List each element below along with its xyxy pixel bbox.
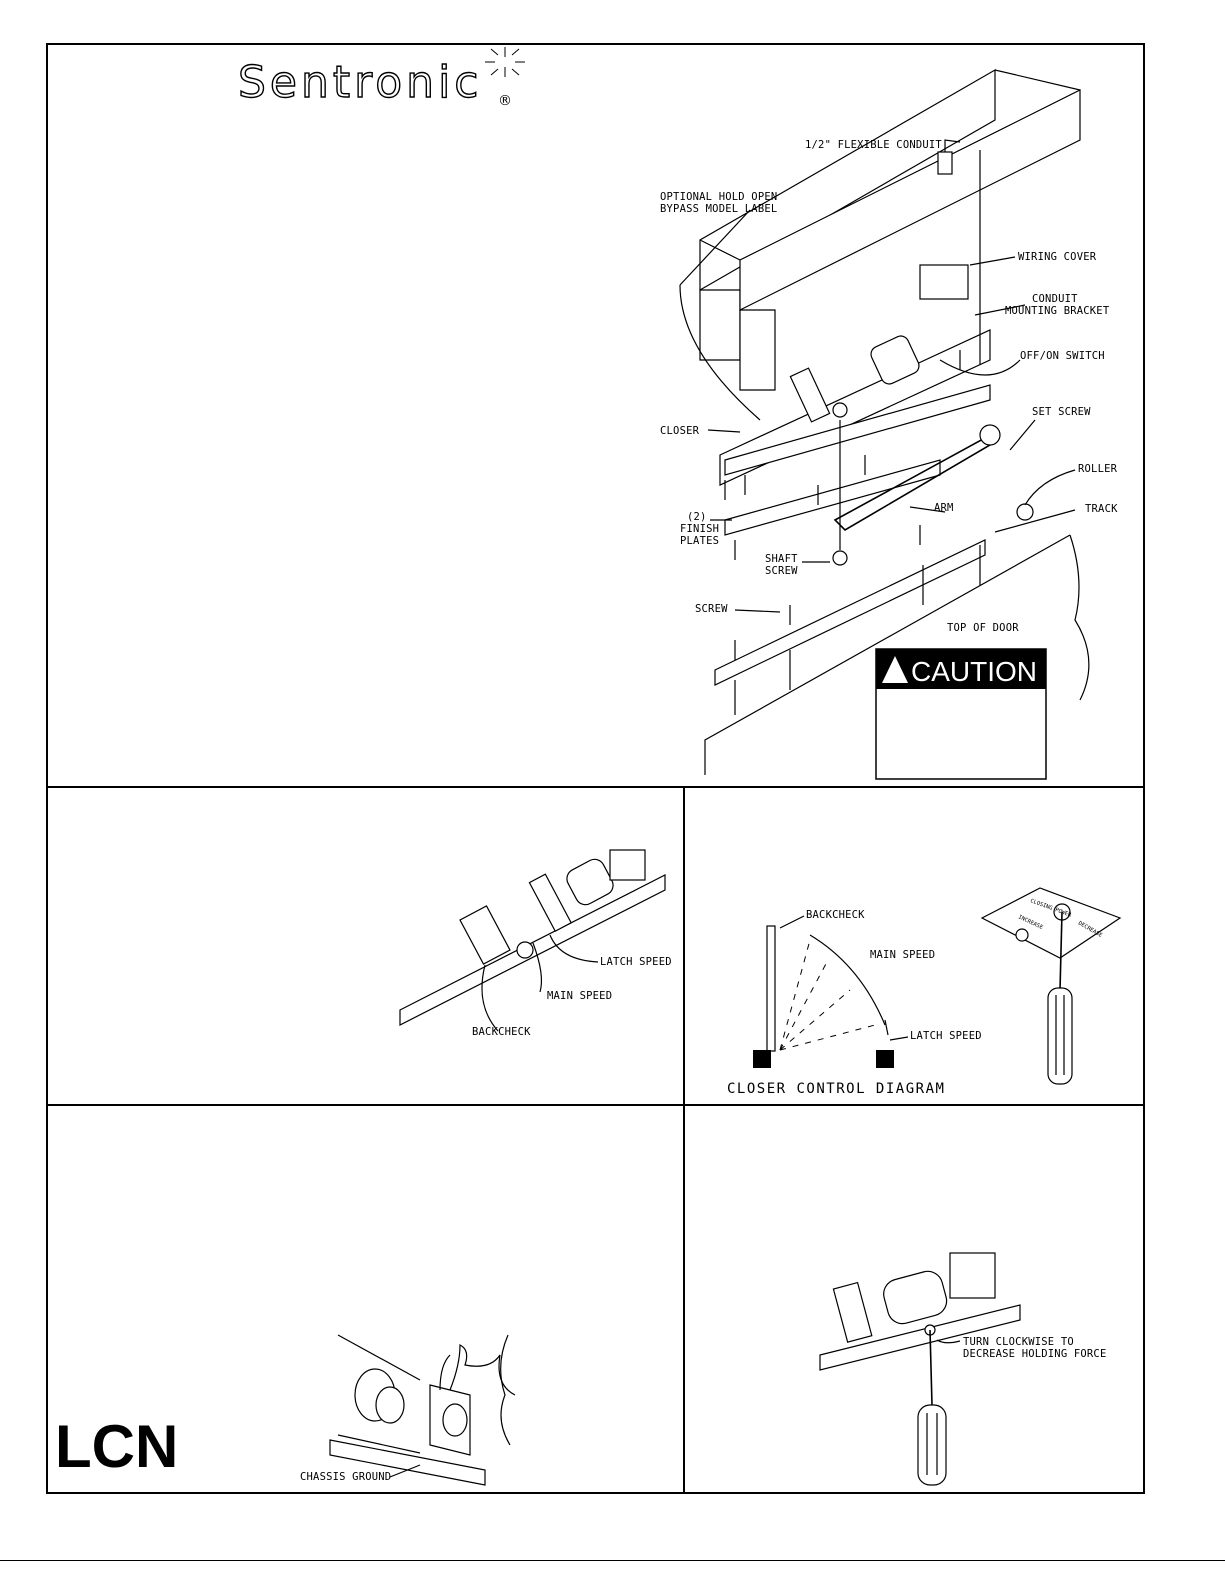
control-diagram-title: CLOSER CONTROL DIAGRAM [727, 1081, 945, 1097]
label-conduit-bracket-1: CONDUIT [1032, 293, 1078, 305]
logo-text: Sentronic [238, 57, 482, 108]
finish-plate-lower [724, 459, 941, 536]
label-hold-open-1: OPTIONAL HOLD OPEN [660, 191, 777, 203]
closing-power-dial-plate [980, 887, 1122, 959]
closer-cylinder-partial [883, 1270, 948, 1325]
cover-end-left [699, 289, 741, 361]
label-decrease-force: DECREASE HOLDING FORCE [963, 1348, 1106, 1360]
sentronic-logo: Sentronic ® [237, 47, 525, 109]
divider-vertical [683, 786, 685, 1494]
door-open-position [766, 925, 776, 1052]
label-conduit-bracket-2: MOUNTING BRACKET [1005, 305, 1110, 317]
page-bottom-rule [0, 1560, 1225, 1561]
door-top-edge [704, 534, 1071, 775]
track-part [714, 539, 986, 686]
conduit-bracket-partial [949, 1252, 996, 1299]
frame-block-right [876, 1050, 894, 1068]
label-off-on-switch: OFF/ON SWITCH [1020, 350, 1105, 362]
frame-block-left [753, 1050, 771, 1068]
wiring-cover-plate [919, 264, 969, 300]
divider-upper [46, 786, 1145, 788]
label-shaft-1: SHAFT [765, 553, 798, 565]
label-turn-clockwise: TURN CLOCKWISE TO [963, 1336, 1074, 1348]
label-ctrl-latch-speed: LATCH SPEED [910, 1030, 982, 1042]
screwdriver-shaft [929, 1329, 933, 1406]
screwdriver-handle-icon [917, 1404, 947, 1486]
label-track: TRACK [1085, 503, 1118, 515]
caution-text: CAUTION [911, 656, 1037, 687]
divider-lower [46, 1104, 1145, 1106]
label-latch-speed: LATCH SPEED [600, 956, 672, 968]
label-ctrl-main-speed: MAIN SPEED [870, 949, 935, 961]
roller-part [1016, 503, 1034, 521]
label-shaft-2: SCREW [765, 565, 798, 577]
label-finish-3: PLATES [680, 535, 719, 547]
chassis-ground-diagram: CHASSIS GROUND [300, 1334, 516, 1486]
exploded-view-diagram: 1/2" FLEXIBLE CONDUIT OPTIONAL HOLD OPEN… [660, 68, 1118, 780]
closer-plate-partial [819, 1304, 1021, 1371]
label-wiring-cover: WIRING COVER [1018, 251, 1097, 263]
closer-cylinder [566, 858, 614, 906]
label-closer: CLOSER [660, 425, 700, 437]
screwdriver-shaft [1059, 911, 1063, 991]
warning-triangle-icon [882, 656, 908, 683]
label-top-of-door: TOP OF DOOR [947, 622, 1019, 634]
label-arm: ARM [934, 502, 954, 514]
swing-arc [809, 934, 886, 1026]
conduit-part [937, 151, 953, 175]
label-conduit: 1/2" FLEXIBLE CONDUIT [805, 139, 942, 151]
label-hold-open-2: BYPASS MODEL LABEL [660, 203, 777, 215]
lcn-logo-text: LCN [55, 1415, 178, 1475]
label-ctrl-backcheck: BACKCHECK [806, 909, 865, 921]
page-frame [46, 43, 1145, 1494]
label-finish-1: (2) [687, 511, 707, 523]
label-main-speed: MAIN SPEED [547, 990, 612, 1002]
speed-valve-diagram: LATCH SPEED MAIN SPEED BACKCHECK [399, 849, 672, 1038]
label-chassis-ground: CHASSIS GROUND [300, 1471, 391, 1483]
finish-plate-upper [724, 384, 991, 476]
label-finish-2: FINISH [680, 523, 719, 535]
door-break [1069, 534, 1090, 701]
shaft-screw-part [832, 550, 848, 566]
screwdriver-handle-icon [1047, 987, 1073, 1085]
label-backcheck: BACKCHECK [472, 1026, 531, 1038]
shaft-circle [832, 402, 848, 418]
label-screw: SCREW [695, 603, 728, 615]
label-roller: ROLLER [1078, 463, 1118, 475]
closer-control-diagram: BACKCHECK MAIN SPEED LATCH SPEED CLOSER … [727, 887, 1122, 1097]
registered-mark: ® [498, 93, 512, 109]
closer-cylinder [870, 335, 920, 385]
cover-end [739, 309, 776, 391]
sparkle-icon [485, 47, 525, 77]
label-set-screw: SET SCREW [1032, 406, 1091, 418]
mounting-base [329, 1439, 486, 1486]
holding-force-diagram: TURN CLOCKWISE TO DECREASE HOLDING FORCE [819, 1252, 1106, 1486]
lcn-logo: LCN [55, 1415, 178, 1475]
